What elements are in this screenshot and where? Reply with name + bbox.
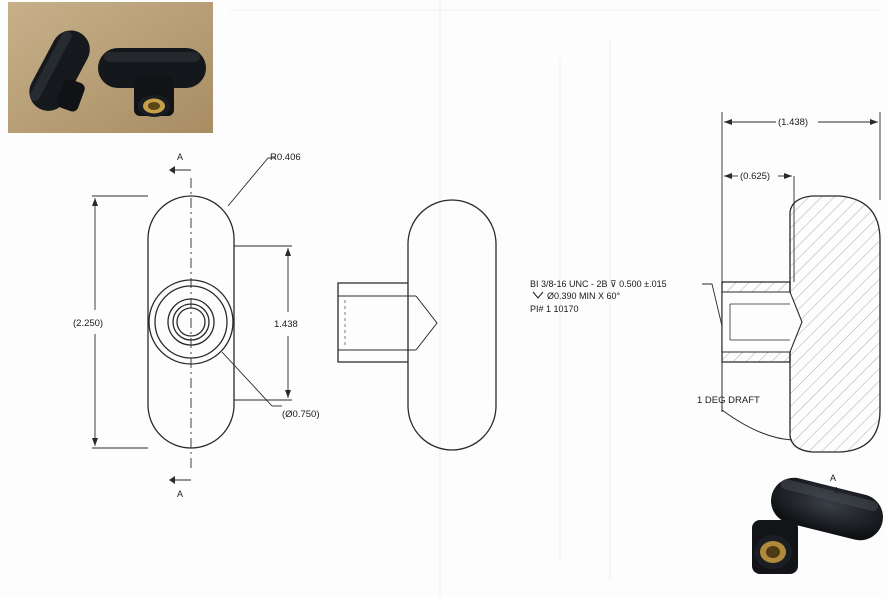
detail-label-number: 1 (834, 486, 839, 495)
thread-note-line2: Ø0.390 MIN X 60° (547, 291, 621, 301)
detail-label-letter: A (830, 473, 836, 483)
radius-label: R0.406 (270, 152, 301, 163)
center-distance-label: 1.438 (274, 319, 298, 330)
total-width-label: (1.438) (778, 117, 808, 128)
front-view (92, 157, 292, 484)
overall-length-label: (2.250) (73, 318, 103, 329)
draft-note: 1 DEG DRAFT (697, 395, 760, 406)
side-view (337, 199, 497, 451)
thread-note-line3: PI# 1 10170 (530, 304, 579, 314)
detail-render (752, 477, 883, 574)
thread-note-line1: BI 3/8-16 UNC - 2B ⊽ 0.500 ±.015 (530, 279, 667, 289)
photo-knob-right (98, 48, 206, 117)
boss-diameter-label: (Ø0.750) (282, 409, 320, 420)
photo-knob-left (29, 30, 90, 111)
product-photo (8, 2, 213, 133)
section-mark-top: A (177, 152, 183, 162)
section-view (702, 112, 881, 453)
countersink-icon (532, 291, 544, 299)
stem-width-label: (0.625) (740, 171, 770, 182)
section-mark-bottom: A (177, 489, 183, 499)
background-ghost-lines (230, 0, 880, 598)
